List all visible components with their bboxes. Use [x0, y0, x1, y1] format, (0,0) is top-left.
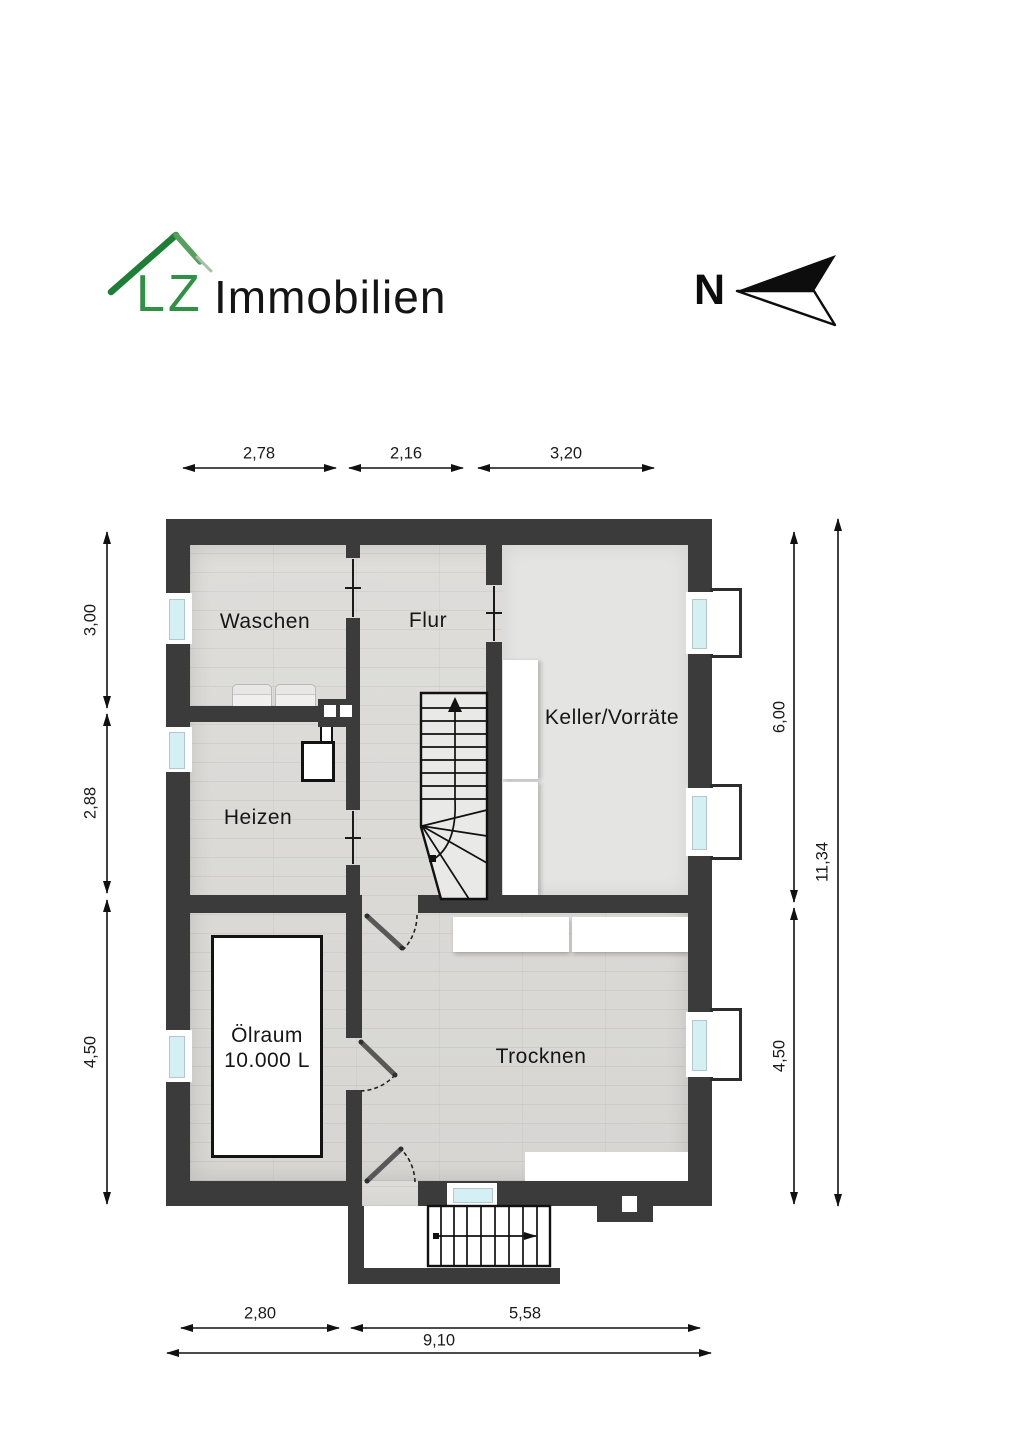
wall-flur-keller-a: [486, 545, 502, 585]
dim-left-waschen: 3,00: [81, 603, 100, 637]
door-threshold-floor: [362, 1181, 418, 1206]
chimney-flue-1: [324, 705, 336, 717]
room-label-trocknen: Trocknen: [495, 1045, 587, 1068]
light-well-keller-1: [710, 588, 742, 658]
dim-top-flur: 2,16: [389, 444, 423, 463]
window-trocknen-glass: [692, 1020, 707, 1071]
room-label-oelraum-line1: Ölraum: [231, 1024, 303, 1047]
window-heizen-glass: [169, 732, 185, 769]
trocknen-shelf-2: [572, 917, 688, 952]
dim-bottom-oelraum: 2,80: [243, 1304, 277, 1323]
keller-shelf-2: [503, 782, 538, 895]
dim-right-keller: 6,00: [770, 700, 789, 734]
wall-oelraum-trocknen-a: [346, 913, 362, 1038]
ext-stair-wall-bottom: [348, 1268, 560, 1284]
window-oelraum-glass: [169, 1036, 185, 1078]
dim-bottom-total: 9,10: [422, 1331, 456, 1350]
wall-top: [166, 519, 712, 545]
window-keller-1-glass: [692, 599, 707, 649]
dim-top-keller: 3,20: [549, 444, 583, 463]
trocknen-shelf-3: [525, 1152, 688, 1181]
exterior-stairs: [426, 1204, 552, 1268]
dim-left-oelraum: 4,50: [81, 1035, 100, 1069]
wall-heizen-oelraum: [166, 895, 362, 913]
light-well-keller-2: [710, 784, 742, 860]
dim-left-heizen: 2,88: [81, 786, 100, 820]
heating-boiler: [301, 741, 335, 782]
wall-heizen-flur: [346, 865, 360, 895]
window-waschen-glass: [169, 599, 185, 640]
north-label: N: [694, 266, 726, 314]
wall-waschen-heizen: [190, 706, 346, 722]
light-well-trocknen: [710, 1008, 742, 1081]
wall-keller-trocknen: [418, 895, 688, 913]
dim-top-waschen: 2,78: [242, 444, 276, 463]
oil-tank: [211, 935, 323, 1158]
wall-waschen-flur-a: [346, 545, 360, 558]
room-label-heizen: Heizen: [223, 806, 293, 829]
dim-right-trocknen: 4,50: [770, 1039, 789, 1073]
boiler-flue-pipe: [320, 722, 333, 742]
chimney-flue-2: [340, 705, 352, 717]
room-label-keller: Keller/Vorräte: [544, 706, 680, 729]
wall-flur-keller-b: [486, 642, 502, 897]
room-label-flur: Flur: [408, 609, 448, 632]
room-label-oelraum-line2: 10.000 L: [224, 1049, 310, 1072]
wall-bottom-left: [166, 1181, 362, 1206]
room-label-waschen: Waschen: [219, 610, 311, 633]
room-label-oelraum: Ölraum 10.000 L: [224, 1023, 310, 1073]
window-bottom-glass: [453, 1188, 493, 1203]
dim-bottom-trocknen: 5,58: [508, 1304, 542, 1323]
wall-oelraum-trocknen-b: [346, 1090, 362, 1181]
dim-right-total: 11,34: [813, 841, 832, 883]
chimney-bottom-flue: [622, 1196, 637, 1212]
window-keller-2-glass: [692, 796, 707, 850]
logo-lz-text: LZ: [136, 265, 203, 323]
logo-company-text: Immobilien: [214, 271, 447, 323]
ext-stair-wall-left: [348, 1206, 364, 1284]
trocknen-shelf-1: [453, 917, 569, 952]
north-arrow-icon: [735, 255, 837, 327]
keller-shelf-1: [503, 660, 538, 779]
